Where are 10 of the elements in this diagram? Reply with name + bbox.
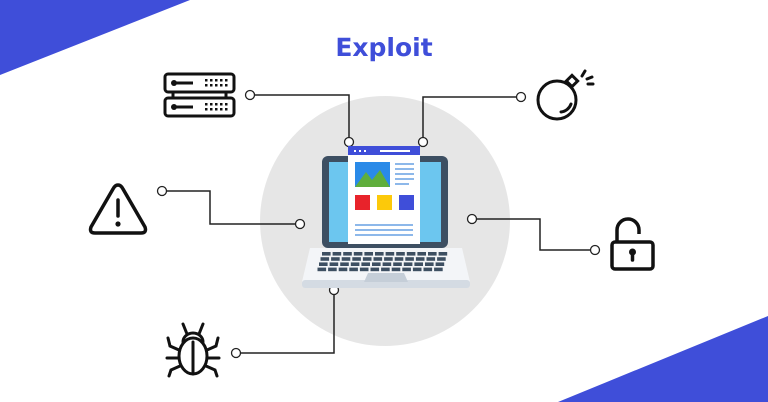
connector-line — [418, 92, 526, 148]
padlock-icon — [609, 216, 656, 271]
connector-line — [244, 90, 354, 148]
bomb-icon — [535, 68, 597, 122]
connector-line — [466, 214, 600, 256]
bug-icon — [164, 320, 222, 378]
server-icon — [163, 72, 236, 118]
connector-line — [156, 186, 306, 230]
warning-icon — [88, 182, 148, 236]
title: Exploit — [334, 32, 434, 64]
